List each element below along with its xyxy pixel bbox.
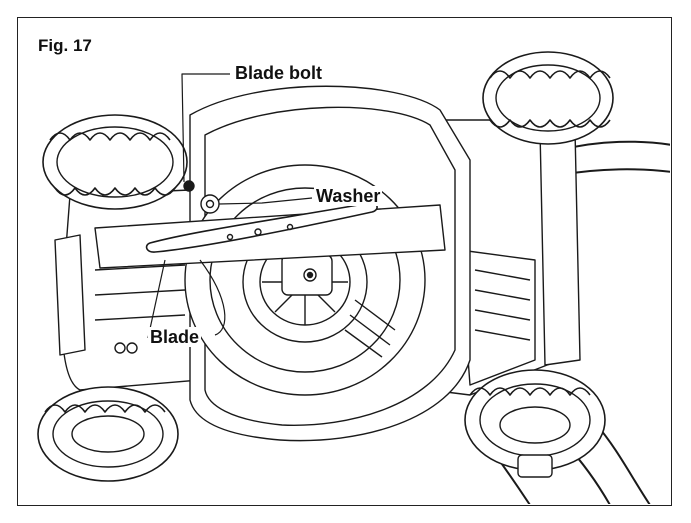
motor-hub: [281, 254, 333, 296]
wheel-front-right: [37, 386, 179, 482]
blade-label: Blade: [148, 327, 202, 347]
front-bumper: [54, 189, 201, 391]
wheel-front-left: [42, 114, 188, 210]
washer-label: Washer: [314, 186, 383, 206]
blade-bolt-label: Blade bolt: [233, 63, 325, 83]
callout-leader-lines: [147, 73, 313, 339]
blade: [145, 202, 378, 253]
wheel-rear-right: [464, 369, 606, 478]
wheel-rear-left: [482, 51, 614, 145]
washer: [200, 194, 220, 214]
figure-label: Fig. 17: [38, 36, 92, 55]
blade-bolt: [183, 180, 195, 192]
